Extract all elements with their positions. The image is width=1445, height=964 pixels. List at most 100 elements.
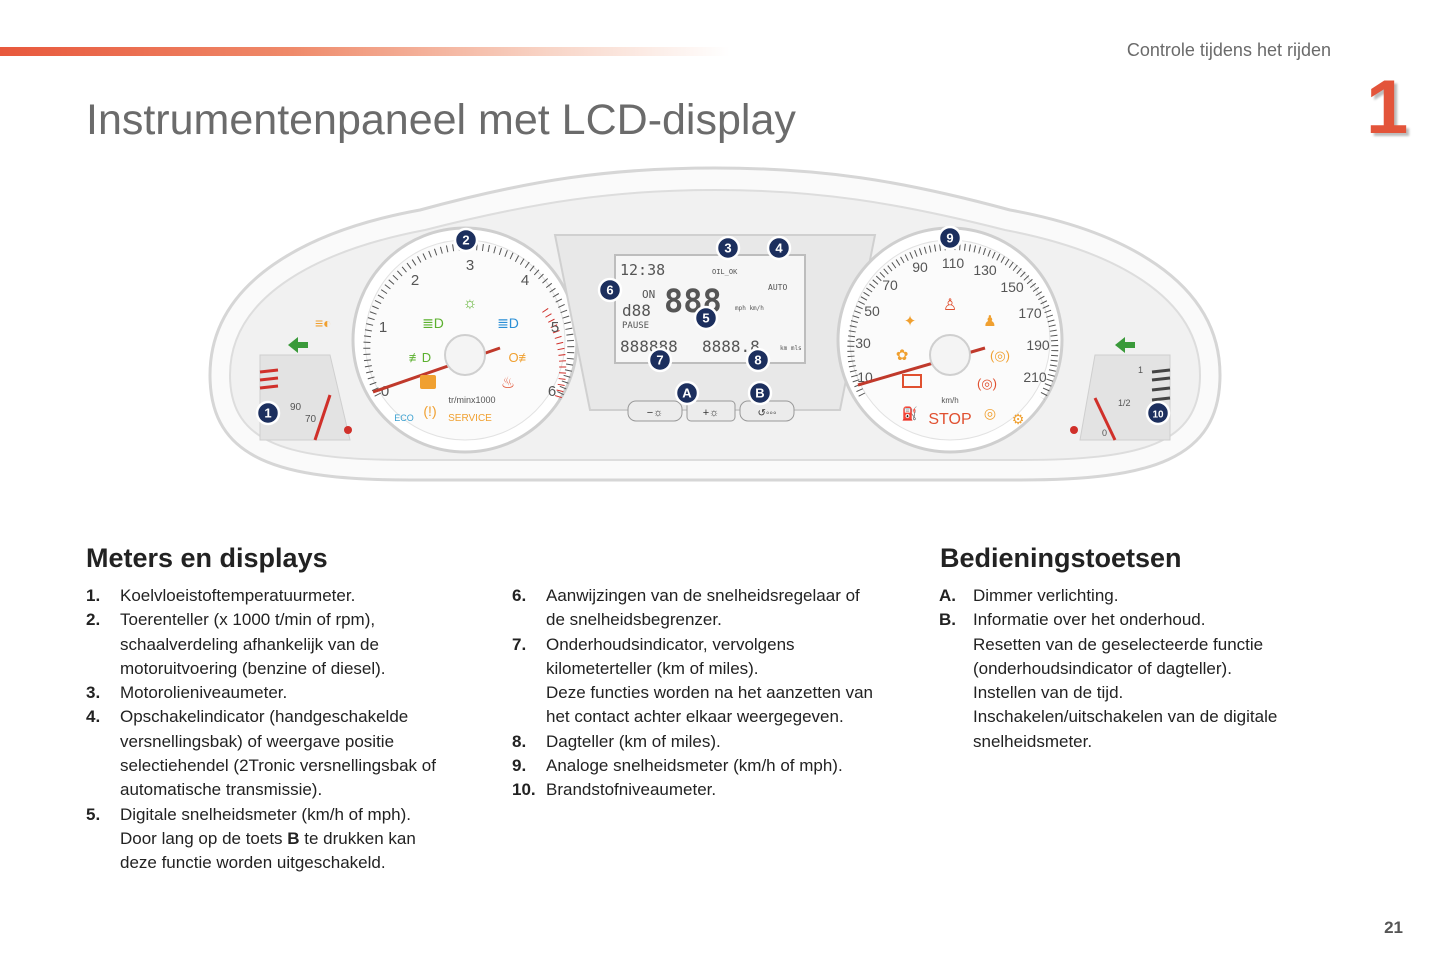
- oil-pressure-icon: ⛽: [902, 406, 918, 421]
- speed-unit: km/h: [941, 396, 958, 405]
- callout-8: 8: [745, 347, 771, 373]
- heading-meters: Meters en displays: [86, 543, 328, 573]
- seatbelt-warning-icon: ♙: [943, 297, 957, 314]
- chapter-number: 1: [1366, 65, 1409, 150]
- tachometer: 0 1 2 3 4 5 6 ☼ ≣D ≣D ≢D O≢ ♨ tr/minx100…: [351, 226, 579, 454]
- item-line: de snelheidsbegrenzer.: [546, 610, 722, 630]
- meters-list-col2: 6.Aanwijzingen van de snelheidsregelaar …: [512, 584, 922, 803]
- list-item: A. Dimmer verlichting.: [939, 584, 1359, 608]
- dimmer-plus-button[interactable]: [686, 400, 736, 422]
- passenger-airbag-icon: ✦: [904, 313, 917, 330]
- list-item: 1.Koelvloeistoftemperatuurmeter.: [86, 584, 496, 608]
- item-number: 3.: [86, 683, 101, 703]
- callout-label: 5: [702, 311, 709, 326]
- item-number: 5.: [86, 804, 101, 824]
- tacho-unit: tr/minx1000: [448, 395, 495, 405]
- list-item: B. Informatie over het onderhoud. Resetten…: [939, 608, 1359, 754]
- speed-tick-110: 110: [942, 255, 965, 271]
- lcd-gear: AUTO: [768, 283, 787, 292]
- callout-7: 7: [647, 347, 673, 373]
- esp-icon: ✿: [896, 347, 909, 364]
- callout-label: 8: [754, 353, 761, 368]
- list-item: 8. Dagteller (km of miles).: [512, 730, 922, 754]
- stop-label: STOP: [928, 411, 971, 428]
- list-item: 5.Digitale snelheidsmeter (km/h of mph).…: [86, 803, 496, 876]
- item-number: 9.: [512, 756, 527, 776]
- item-line: Onderhoudsindicator, vervolgens: [546, 634, 795, 654]
- fuel-warning-dot: [1070, 426, 1078, 434]
- callout-label: 7: [656, 353, 663, 368]
- callout-a: A: [674, 380, 700, 406]
- speed-tick-90: 90: [912, 259, 928, 275]
- tyre-pressure-icon: (!): [423, 403, 436, 419]
- tacho-tick-1: 1: [379, 319, 387, 336]
- speed-tick-130: 130: [973, 262, 997, 278]
- callout-10: 10: [1145, 400, 1171, 426]
- speedometer: 10 30 50 70 90 110 130 150 170 190 210 ♙…: [836, 226, 1064, 454]
- item-line: (onderhoudsindicator of dagteller).: [973, 658, 1232, 678]
- temp-tick-90: 90: [290, 402, 302, 413]
- heading-controls: Bedieningstoetsen: [940, 543, 1182, 573]
- tacho-tick-4: 4: [521, 272, 529, 289]
- callout-label: B: [755, 386, 764, 401]
- item-line: kilometerteller (km of miles).: [546, 658, 759, 678]
- list-item: 6.Aanwijzingen van de snelheidsregelaar …: [512, 584, 922, 633]
- item-number: 6.: [512, 586, 527, 605]
- callout-9: 9: [937, 225, 963, 251]
- dimmer-minus-button[interactable]: [627, 400, 683, 422]
- speed-tick-50: 50: [864, 303, 880, 319]
- callout-3: 3: [715, 235, 741, 261]
- rear-fog-icon: O≢: [508, 350, 531, 365]
- lcd-unit: mph km/h: [735, 305, 764, 312]
- callout-2: 2: [453, 227, 479, 253]
- item-line: Brandstofniveaumeter.: [546, 780, 717, 800]
- item-number: 10.: [512, 780, 536, 800]
- item-line: het contact achter elkaar weergegeven.: [546, 707, 844, 727]
- airbag-icon: [420, 375, 436, 389]
- callout-label: 6: [606, 283, 613, 298]
- item-number: 8.: [512, 731, 527, 751]
- fuel-needle: [1093, 397, 1117, 441]
- item-line: Motorolieniveaumeter.: [120, 683, 288, 703]
- dimmer-plus-label: +☼: [703, 407, 720, 419]
- list-item: 3. Motorolieniveaumeter.: [86, 681, 496, 705]
- callout-label: 1: [264, 406, 271, 421]
- dimmer-minus-label: −☼: [647, 407, 664, 419]
- item-number: 1.: [86, 586, 101, 605]
- steering-icon: ◎: [984, 405, 996, 421]
- callout-label: 4: [775, 241, 783, 256]
- battery-icon: [902, 374, 922, 388]
- tacho-tick-6: 6: [548, 383, 556, 400]
- list-item: 9.Analoge snelheidsmeter (km/h of mph).: [512, 754, 922, 778]
- engine-icon: ⚙: [1012, 411, 1025, 427]
- item-number: 4.: [86, 707, 101, 727]
- callout-1: 1: [255, 400, 281, 426]
- item-number: B.: [939, 610, 956, 630]
- speed-tick-150: 150: [1000, 279, 1024, 295]
- item-line: Informatie over het onderhoud.: [973, 610, 1206, 630]
- page-number: 21: [1384, 918, 1403, 937]
- callouts: 1 2 3 4 5 6 7 8 9 10 A B: [255, 225, 1171, 426]
- item-line: selectiehendel (2Tronic versnellingsbak …: [120, 756, 436, 776]
- item-line: automatische transmissie).: [120, 780, 323, 800]
- lcd-trip: 8888.8: [702, 337, 760, 356]
- callout-label: 9: [946, 231, 953, 246]
- lcd-oil: OIL_OK: [712, 268, 738, 276]
- item-number: A.: [939, 586, 956, 605]
- abs-icon: (◎): [990, 348, 1010, 363]
- callout-label: 2: [462, 233, 469, 248]
- eco-label: ECO: [394, 413, 414, 423]
- callout-b: B: [747, 380, 773, 406]
- item-line: Dagteller (km of miles).: [546, 731, 721, 751]
- main-beam-icon: ≣D: [497, 315, 519, 331]
- speed-tick-30: 30: [855, 335, 871, 351]
- speed-tick-190: 190: [1026, 337, 1050, 353]
- list-item: 10. Brandstofniveaumeter.: [512, 778, 922, 802]
- list-item: 2.Toerenteller (x 1000 t/min of rpm),sch…: [86, 608, 496, 681]
- callout-label: 3: [724, 241, 731, 256]
- item-line: versnellingsbak) of weergave positie: [120, 731, 395, 751]
- item-line: Dimmer verlichting.: [973, 586, 1119, 605]
- page-title: Instrumentenpaneel met LCD-display: [86, 96, 796, 144]
- item-line: Resetten van de geselecteerde functie: [973, 634, 1264, 654]
